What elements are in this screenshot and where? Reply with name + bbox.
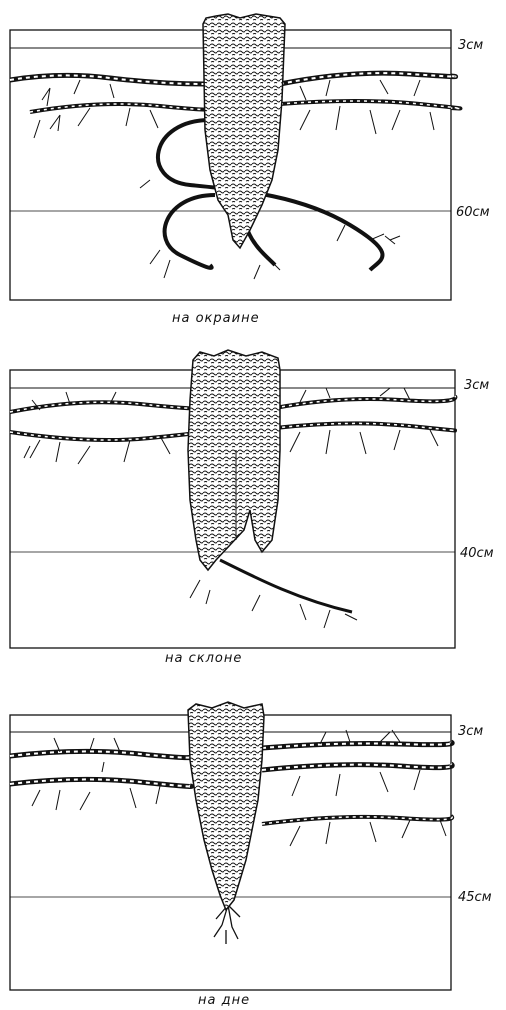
panel-1-caption: на окраине bbox=[172, 311, 260, 326]
panel-3-depth-top: 3см bbox=[458, 724, 483, 739]
panel-1-trunk bbox=[203, 14, 285, 248]
panel-3: 3см 45см на дне bbox=[10, 702, 492, 1008]
panel-3-trunk bbox=[188, 702, 264, 910]
panel-2-trunk bbox=[188, 350, 280, 570]
panel-3-caption: на дне bbox=[198, 993, 250, 1008]
panel-2: 3см 40см на склоне bbox=[10, 350, 494, 666]
panel-3-depth-bottom: 45см bbox=[458, 890, 492, 905]
panel-1-depth-bottom: 60см bbox=[456, 205, 490, 220]
panel-1: 3см 60см на окраине bbox=[10, 14, 490, 326]
panel-2-caption: на склоне bbox=[165, 651, 242, 666]
panel-1-depth-top: 3см bbox=[458, 38, 483, 53]
panel-2-depth-bottom: 40см bbox=[460, 546, 494, 561]
panel-2-depth-top: 3см bbox=[464, 378, 489, 393]
